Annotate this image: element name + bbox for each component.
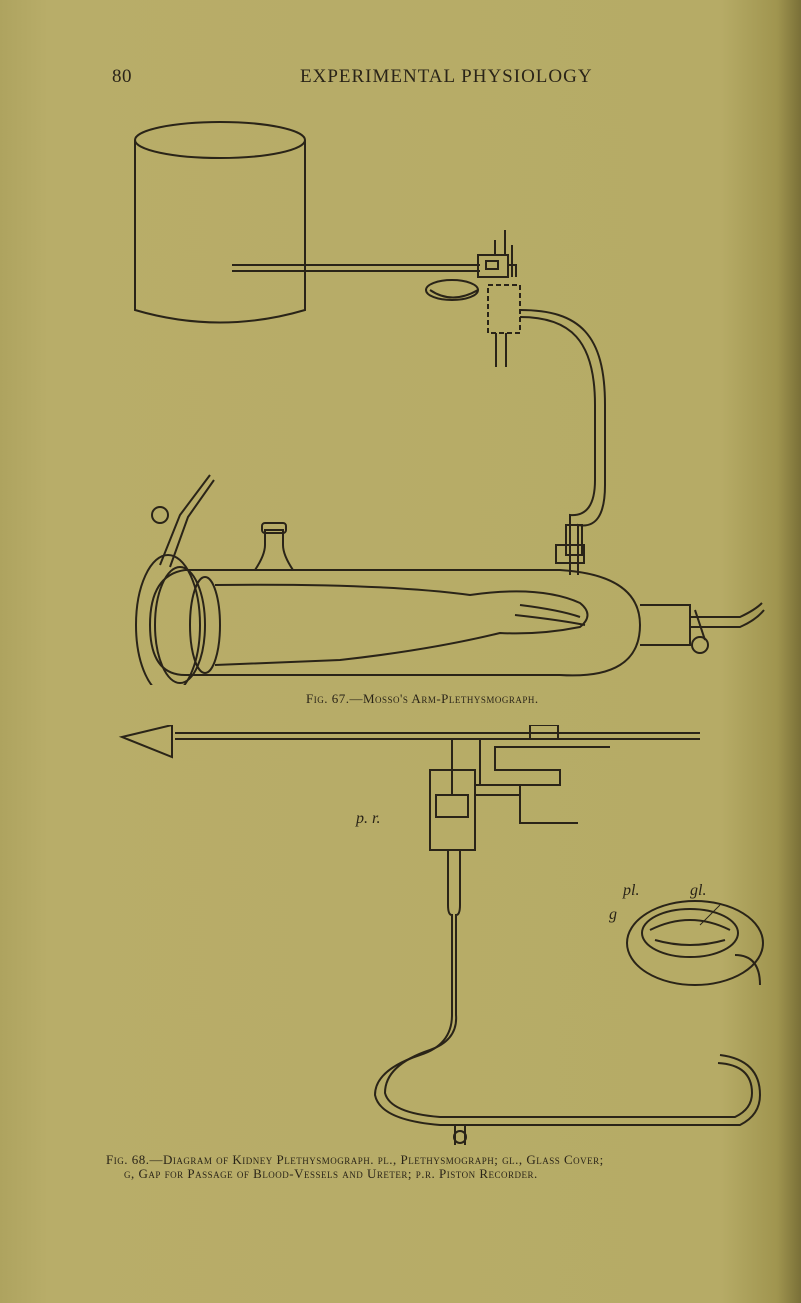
left-tube xyxy=(159,474,215,568)
cylinder-neck xyxy=(254,529,294,571)
piston-chamber xyxy=(487,284,521,334)
right-outlet xyxy=(640,604,691,646)
figure-67-arm-plethysmograph xyxy=(0,105,801,685)
lever-pointer xyxy=(118,725,173,759)
figure-68-kidney-plethysmograph xyxy=(0,725,801,1145)
reservoir-top xyxy=(134,121,306,159)
recording-lever xyxy=(175,732,700,740)
piston xyxy=(435,794,469,818)
tap-block xyxy=(477,254,509,278)
page-header: 80 EXPERIMENTAL PHYSIOLOGY xyxy=(0,66,801,96)
page-number: 80 xyxy=(112,66,132,87)
kidney-plethysmograph-illustration xyxy=(118,725,764,1145)
running-head: EXPERIMENTAL PHYSIOLOGY xyxy=(300,66,593,87)
arm-outline xyxy=(214,583,589,666)
lever-tap xyxy=(529,725,559,740)
side-tube xyxy=(519,309,606,575)
kidney-plethysmograph xyxy=(626,900,764,986)
descending-tube xyxy=(373,850,762,1126)
glass-cover xyxy=(641,908,739,958)
figure-67-caption: Fig. 67.—Mosso's Arm-Plethysmograph. xyxy=(306,691,539,706)
label-plethysmograph: pl. xyxy=(623,882,640,899)
reservoir-body xyxy=(134,140,306,324)
tap-inner xyxy=(485,260,499,270)
cylinder-rim-left xyxy=(135,554,201,685)
label-piston-recorder: p. r. xyxy=(356,810,381,827)
figure-68-caption-line1: Fig. 68.—Diagram of Kidney Plethysmograp… xyxy=(106,1152,604,1167)
connecting-tube xyxy=(232,264,480,272)
arm-plethysmograph-illustration xyxy=(134,121,765,685)
arm-cylinder xyxy=(185,569,642,677)
label-gap: g xyxy=(609,906,617,923)
figure-68-caption-line2: g, Gap for Passage of Blood-Vessels and … xyxy=(124,1166,538,1181)
label-glass-cover: gl. xyxy=(690,882,707,899)
